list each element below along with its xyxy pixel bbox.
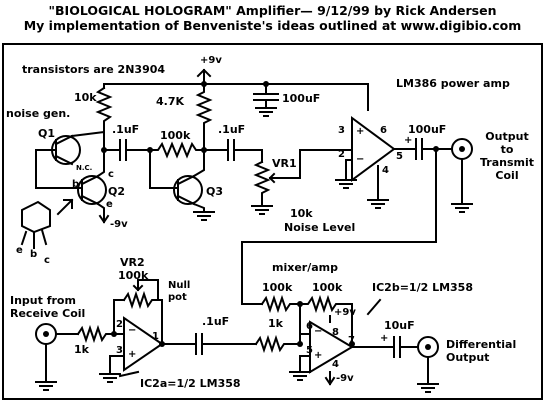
plus9-arrow	[196, 68, 212, 78]
power-amp-label: LM386 power amp	[396, 77, 510, 90]
c3-value: .1uF	[202, 315, 230, 328]
transistor-note: transistors are 2N3904	[22, 63, 166, 76]
noise-gen-label: noise gen.	[6, 107, 71, 120]
r4k7-value: 4.7K	[156, 95, 185, 108]
cap-out-plus: +	[404, 135, 413, 146]
pkg-pin-c: c	[44, 255, 50, 266]
pin-b: b	[72, 179, 80, 190]
c1-value: .1uF	[112, 123, 140, 136]
c100uf-out-value: 100uF	[408, 123, 447, 136]
ic2b-pin5: 5	[306, 345, 313, 356]
pin-e: e	[106, 199, 113, 210]
ic2a-pin1: 1	[152, 331, 159, 342]
title-line-2: My implementation of Benveniste's ideas …	[23, 18, 522, 33]
null-pot-label: Null pot	[168, 280, 191, 303]
c2-value: .1uF	[218, 123, 246, 136]
border	[2, 43, 543, 400]
title-line-1: "BIOLOGICAL HOLOGRAM" Amplifier— 9/12/99…	[48, 3, 497, 18]
lm386-body	[351, 116, 396, 182]
vr1-label: VR1	[272, 157, 297, 170]
lm386-pin2: 2	[338, 149, 345, 160]
r100k-mix1-value: 100k	[262, 281, 293, 294]
input-label: Input from Receive Coil	[10, 294, 86, 320]
ic2a-label: IC2a=1/2 LM358	[140, 377, 241, 390]
lm386-pin5: 5	[396, 151, 403, 162]
q3-body	[173, 175, 203, 205]
ic2b-pin8: 8	[332, 327, 339, 338]
resistor-100k-mix2	[299, 294, 353, 345]
lm386-pin4: 4	[382, 165, 389, 176]
ic2b-body	[309, 320, 354, 374]
c10uf-value: 10uF	[384, 319, 415, 332]
cap-10uf-plus: +	[380, 333, 389, 344]
lm386-minus: −	[356, 154, 365, 165]
pkg-pin-e: e	[16, 245, 23, 256]
resistor-4k7	[195, 83, 213, 151]
resistor-10k-top	[95, 86, 113, 133]
vr1-value: 10k	[290, 207, 313, 220]
q2-label: Q2	[108, 185, 126, 198]
c100uf-supply-value: 100uF	[282, 92, 321, 105]
ic2a-plus: +	[128, 349, 137, 360]
nc-label: N.C.	[76, 164, 93, 172]
vr2-label: VR2	[120, 256, 145, 269]
r1k-in-value: 1k	[74, 343, 89, 356]
q2-body	[77, 175, 107, 205]
ic2b-minus: −	[314, 326, 323, 337]
ic2a-minus: −	[128, 325, 137, 336]
ic2a-pin2: 2	[116, 319, 123, 330]
ic2b-plus: +	[314, 350, 323, 361]
output-label: Output to Transmit Coil	[480, 130, 535, 182]
ic2a-body	[123, 316, 164, 372]
plus9-ic2b: +9v	[334, 307, 356, 318]
r1k-mix-value: 1k	[268, 317, 283, 330]
ic2b-pin6: 6	[306, 321, 313, 332]
plus9-top: +9v	[200, 55, 222, 66]
lm386-pin3: 3	[338, 125, 345, 136]
resistor-1k-in	[76, 324, 115, 344]
lm386-plus: +	[356, 126, 365, 137]
pkg-pin-b: b	[30, 249, 38, 260]
mixer-label: mixer/amp	[272, 261, 338, 274]
lm386-pin6: 6	[380, 125, 387, 136]
minus9-ic2b: -9v	[336, 373, 354, 384]
vr2-value: 100k	[118, 269, 149, 282]
r100k-fb-value: 100k	[160, 129, 191, 142]
q3-label: Q3	[206, 185, 224, 198]
pin-c: c	[108, 169, 114, 180]
r100k-mix2-value: 100k	[312, 281, 343, 294]
minus9-q2: -9v	[110, 219, 128, 230]
rail-plus9	[103, 83, 369, 111]
q1-label: Q1	[38, 127, 56, 140]
noise-level-label: Noise Level	[284, 221, 356, 234]
ic2b-pin7: 7	[348, 335, 355, 346]
resistor-1k-mix	[254, 334, 301, 354]
transistor-package	[21, 200, 51, 234]
diff-output-label: Differential Output	[446, 338, 517, 364]
ic2b-pin4: 4	[332, 359, 339, 370]
vr1-pot	[253, 160, 271, 207]
ic2a-pin3: 3	[116, 345, 123, 356]
ic2b-label: IC2b=1/2 LM358	[372, 281, 473, 294]
resistor-100k-fb	[149, 141, 205, 159]
r10k-top-value: 10k	[74, 91, 97, 104]
resistor-100k-mix1	[260, 294, 301, 314]
